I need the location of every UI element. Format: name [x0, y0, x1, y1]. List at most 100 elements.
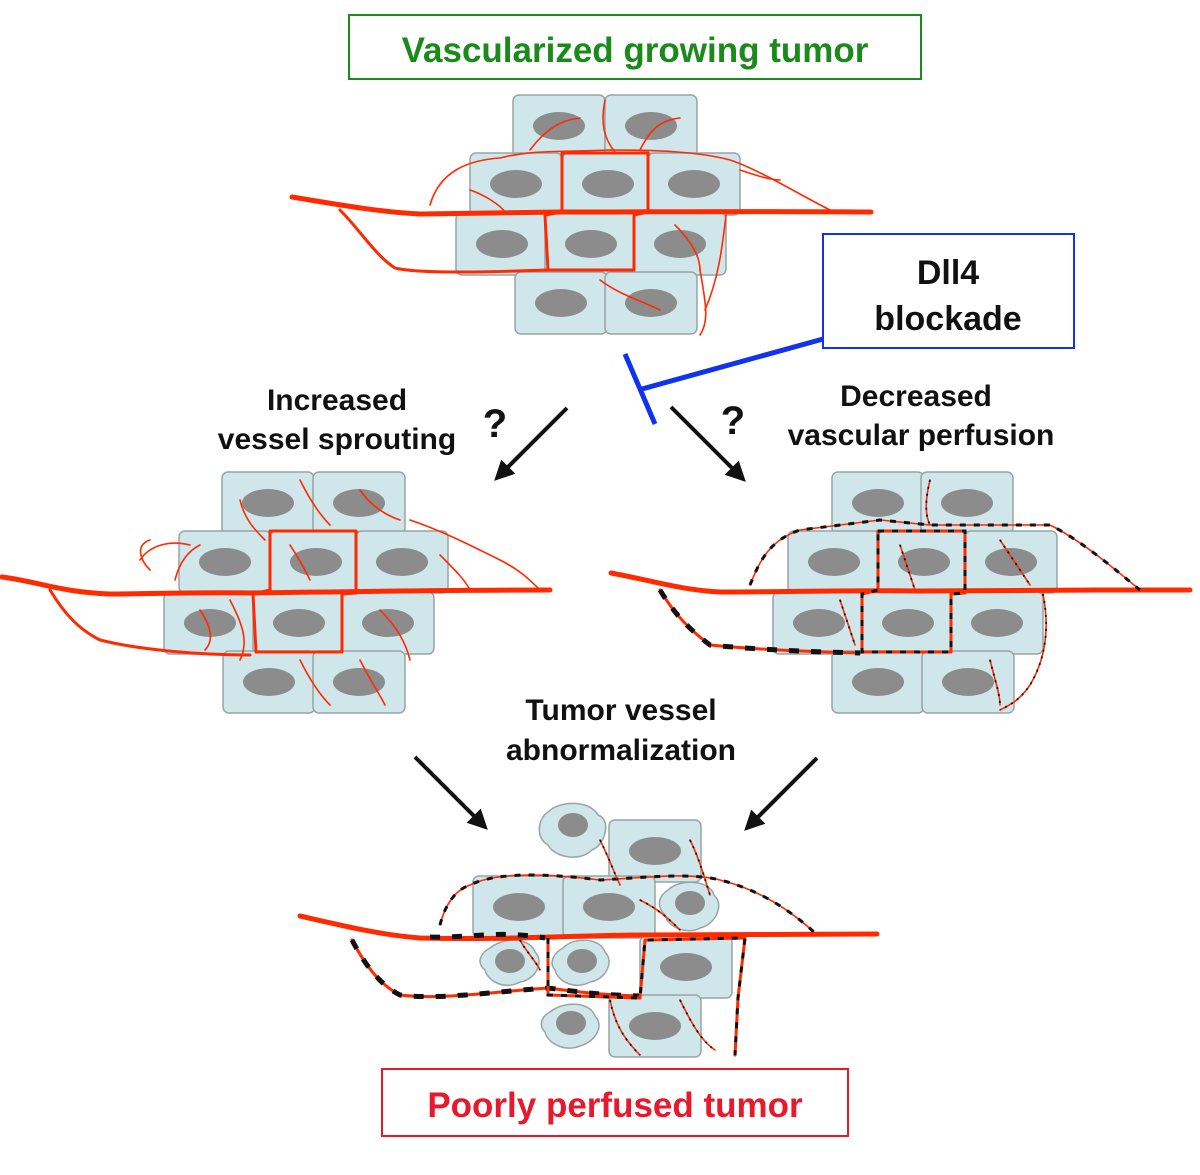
nucleus [243, 668, 295, 696]
capillary [229, 599, 245, 661]
nucleus [567, 949, 597, 973]
title-vascularized-growing-tumor: Vascularized growing tumor [348, 14, 922, 80]
capillary [739, 169, 781, 181]
dashed-vessel [657, 588, 861, 656]
capillary [139, 539, 151, 571]
dotted-vessel [599, 839, 621, 886]
label-increased-sprouting: Increased vessel sprouting ? [218, 384, 507, 456]
main-vessel [608, 570, 1193, 595]
capillary [519, 939, 541, 971]
nucleus [660, 953, 712, 981]
right-label-line-1: Decreased [840, 380, 992, 413]
capillary [429, 149, 831, 211]
nucleus [941, 489, 993, 517]
label-tumor-vessel-abnormalization: Tumor vessel abnormalization [506, 694, 736, 767]
left-label-line-2: vessel sprouting [218, 423, 456, 456]
dotted-vessel [925, 479, 931, 526]
dll4-line-2: blockade [874, 300, 1021, 338]
capillary [602, 99, 616, 153]
nucleus [625, 289, 677, 317]
arrow-icon [494, 406, 569, 481]
dotted-vessel [899, 544, 916, 591]
dll4-box [822, 233, 1075, 349]
capillary [529, 117, 581, 151]
arrow-icon [669, 405, 746, 482]
title-bottom-text: Poorly perfused tumor [427, 1086, 803, 1125]
capillary [359, 489, 401, 521]
tumor-decreased-perfusion [608, 471, 1193, 714]
inhibition-line [641, 336, 824, 392]
dashed-vessel [860, 529, 967, 654]
main-vessel [297, 913, 880, 942]
nucleus [625, 112, 677, 140]
capillary [239, 499, 266, 541]
nucleus [290, 548, 342, 576]
vessel-mesh [543, 151, 650, 272]
title-top-text: Vascularized growing tumor [402, 31, 869, 70]
capillary [174, 544, 201, 581]
question-mark-right: ? [721, 399, 745, 443]
nucleus [582, 170, 634, 198]
capillary [299, 659, 331, 706]
tumor-poorly-perfused [297, 802, 880, 1058]
capillary [299, 479, 331, 526]
dashed-vessel [349, 938, 641, 1000]
dotted-vessel [989, 659, 1001, 706]
main-vessel [0, 574, 553, 597]
dotted-vessel [999, 539, 1031, 586]
tumor-cells-bottom [472, 802, 733, 1058]
capillary [999, 593, 1047, 711]
nucleus [583, 893, 635, 921]
capillary [599, 279, 661, 311]
nucleus [376, 548, 428, 576]
capillary [689, 839, 711, 896]
dashed-vessel [546, 936, 747, 1056]
tumor-cells-left [163, 471, 449, 714]
nucleus [985, 548, 1037, 576]
middle-label-line-2: abnormalization [506, 734, 736, 767]
nucleus [490, 170, 542, 198]
middle-label-line-1: Tumor vessel [525, 694, 716, 727]
tumor-cells-top [455, 94, 741, 335]
nucleus [675, 891, 705, 915]
vessel-loop [48, 588, 252, 657]
main-vessel [289, 194, 874, 217]
nucleus [668, 170, 720, 198]
arrow-icon [413, 755, 488, 830]
capillary [639, 117, 681, 151]
vessels-left [0, 479, 553, 706]
tumor-vascularized [289, 94, 874, 336]
left-label-line-1: Increased [267, 384, 407, 417]
nucleus [852, 668, 904, 696]
capillary [139, 542, 191, 561]
inhibition-bar-icon [622, 353, 658, 425]
dotted-vessel [679, 999, 716, 1051]
nucleus [793, 609, 845, 637]
nucleus [942, 668, 994, 696]
right-label-line-2: vascular perfusion [788, 419, 1055, 452]
dashed-vessel [748, 518, 1141, 592]
nucleus [533, 112, 585, 140]
nucleus [535, 289, 587, 317]
nucleus [333, 668, 385, 696]
tumor-increased-sprouting [0, 471, 553, 714]
nucleus [898, 548, 950, 576]
vessels-right [608, 479, 1193, 711]
capillary [289, 544, 311, 581]
dashed-vessel [438, 873, 817, 935]
vessels-top [289, 99, 874, 336]
nucleus [654, 230, 706, 258]
vessel-loop [338, 208, 550, 274]
capillary [199, 609, 212, 651]
title-poorly-perfused-tumor: Poorly perfused tumor [381, 1068, 849, 1137]
nucleus [971, 609, 1023, 637]
nucleus [199, 548, 251, 576]
capillary [359, 659, 386, 706]
nucleus [184, 609, 236, 637]
nucleus [362, 609, 414, 637]
nucleus [495, 949, 525, 973]
nucleus [556, 1011, 586, 1035]
question-mark-left: ? [483, 402, 507, 446]
nucleus [808, 548, 860, 576]
